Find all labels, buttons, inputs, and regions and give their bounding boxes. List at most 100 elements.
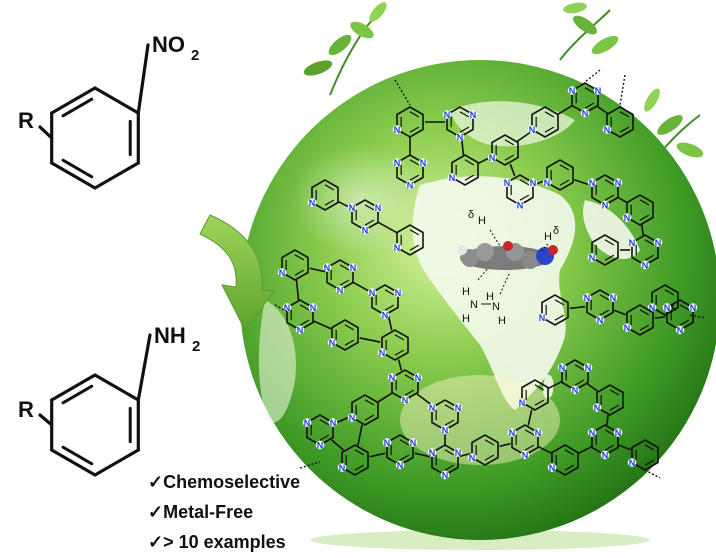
atom-sphere-hydrogen (457, 245, 467, 255)
ring-double-bond (619, 111, 630, 118)
ring-double-bond (604, 179, 615, 186)
ring-double-bond (409, 126, 420, 133)
nitrogen-atom-label: N (529, 125, 536, 135)
ring-double-bond (409, 159, 420, 166)
nitrogen-atom-label: N (284, 303, 291, 313)
nitrogen-atom-label: N (594, 403, 601, 413)
nitrogen-atom-label: N (522, 450, 529, 460)
pyridine-ring: N (547, 444, 579, 476)
ring-double-bond (344, 339, 355, 346)
ring-outline (396, 224, 424, 256)
ring-bond (50, 86, 97, 115)
atom-background (520, 450, 530, 460)
benzene-ring (38, 43, 150, 190)
nitrogen-atom-label: N (509, 428, 516, 438)
atom-background (427, 403, 437, 412)
nitrogen-atom-label: N (415, 373, 422, 383)
linker-bond (414, 452, 431, 458)
ring-bond (50, 161, 97, 190)
leaf (350, 21, 374, 39)
check-icon: ✓ (148, 472, 163, 492)
atom-background (557, 363, 567, 372)
atom-background (582, 293, 592, 302)
atom-background (360, 225, 370, 235)
svg-text:H: H (486, 291, 494, 303)
nitrogen-atom-label: N (394, 243, 401, 253)
nitrogen-atom-label: N (589, 178, 596, 188)
ring-double-bond (404, 374, 415, 381)
nitrogen-atom-label: N (442, 470, 449, 480)
reaction-arrow (199, 214, 275, 331)
atom-background (527, 125, 537, 134)
nitrogen-atom-label: N (664, 303, 671, 313)
ring-bond (50, 448, 97, 477)
ring-double-bond (344, 324, 355, 331)
svg-text:H: H (462, 313, 470, 325)
nitrogen-atom-label: N (569, 86, 576, 96)
atom-background (583, 363, 593, 372)
nitrogen-atom-label: N (349, 413, 356, 423)
nitrogen-atom-label: N (337, 285, 344, 295)
nitrogen-atom-label: N (530, 178, 537, 188)
ring-double-bond (394, 334, 405, 341)
ring-double-bond (364, 414, 375, 421)
atom-background (662, 303, 672, 312)
ring-outline (331, 319, 359, 351)
nitrogen-atom-label: N (309, 198, 316, 208)
ring-outline (311, 179, 339, 211)
atom-background (392, 243, 402, 252)
atom-background (347, 413, 357, 422)
nitrogen-atom-label: N (582, 108, 589, 118)
ring-double-bond (484, 454, 495, 461)
atom-background (453, 448, 463, 457)
nitrogen-atom-label: N (449, 173, 456, 183)
pyridine-ring: N (447, 154, 479, 186)
delta-minus-sign: δ (553, 225, 559, 237)
nitrogen-atom-label: N (624, 323, 631, 333)
atom-background (587, 178, 597, 187)
ring-double-bond (504, 139, 515, 146)
hydrazine: H N H H N H (462, 267, 511, 327)
atom-background (647, 303, 657, 312)
ring-outline (451, 154, 479, 186)
linker-bond (309, 267, 326, 273)
arrow-body (199, 214, 275, 331)
leaf (303, 60, 333, 76)
ring-double-bond (464, 159, 475, 166)
linker-bond (527, 409, 533, 426)
ring-double-bond (519, 179, 530, 186)
atom-background (653, 238, 663, 247)
atom-background (502, 178, 512, 187)
ring-double-bond (584, 102, 595, 109)
atom-background (567, 86, 577, 95)
ring-outline (281, 249, 309, 281)
nitrogen-atom-label: N (544, 178, 551, 188)
atom-background (595, 315, 605, 325)
linker-bond (557, 105, 573, 115)
atom-background (337, 463, 347, 472)
nitrogen-atom-label: N (329, 338, 336, 348)
pyridine-ring: N (487, 134, 519, 166)
ring-double-bond (504, 154, 515, 161)
nitrogen-atom-label: N (504, 178, 511, 188)
nitrogen-atom-label: N (589, 253, 596, 263)
nitrogen-atom-label: N (595, 86, 602, 96)
nitrogen-atom-label: N (362, 225, 369, 235)
adsorbed-molecule: H δ H δ H N H H N H (457, 209, 559, 327)
atom-background (367, 288, 377, 297)
atom-background (322, 263, 332, 272)
ring-double-bond (61, 445, 94, 466)
ring-double-bond (364, 399, 375, 406)
extension-bond (274, 304, 289, 313)
ring-double-bond (639, 309, 650, 316)
nitrogen-atom-label: N (410, 438, 417, 448)
nitrogen-atom-label: N (402, 395, 409, 405)
ring-double-bond (554, 299, 565, 306)
ring-double-bond (294, 254, 305, 261)
pyridine-ring: N (592, 384, 624, 416)
